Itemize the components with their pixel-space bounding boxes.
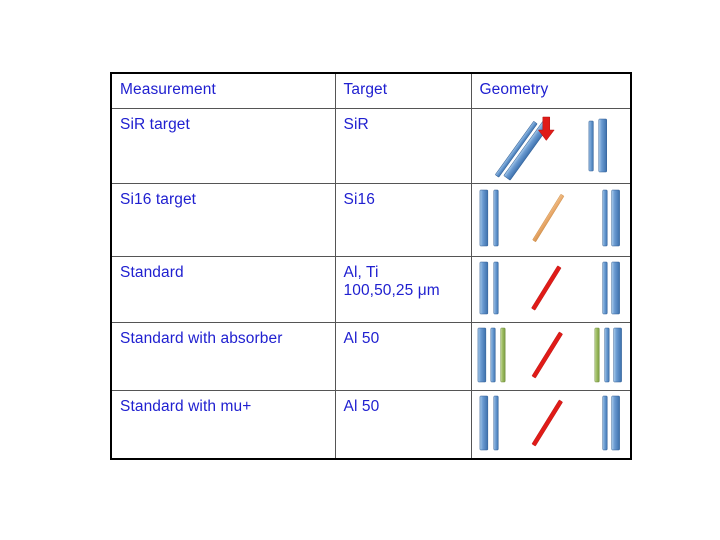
cell-target: SiR — [334, 108, 472, 184]
table-row: Standard with absorber Al 50 — [110, 322, 632, 391]
measurement-label: Standard — [120, 264, 184, 281]
cell-geometry — [470, 256, 632, 323]
detector-bar-left-thick — [479, 261, 488, 315]
detector-bar-left-thin — [493, 395, 498, 451]
table-row: Standard with mu+ Al 50 — [110, 390, 632, 460]
target-label: Al, Ti 100,50,25 μm — [343, 264, 440, 300]
target-line-red — [531, 399, 563, 447]
sir-target-geometry — [494, 116, 607, 181]
table-header-row: Measurement Target Geometry — [110, 72, 632, 109]
detector-bar-left-thick — [479, 395, 488, 451]
cell-measurement: Standard — [110, 256, 336, 323]
cell-measurement: Standard with absorber — [110, 322, 336, 391]
absorber-bar-left-green — [499, 327, 505, 383]
target-line-red — [530, 265, 561, 311]
cell-measurement: Standard with mu+ — [110, 390, 336, 460]
standard-with-absorber-geometry — [477, 327, 622, 383]
table-row: SiR target SiR — [110, 108, 632, 184]
cell-target: Al 50 — [334, 322, 472, 391]
cell-geometry — [470, 108, 632, 184]
si16-target-geometry — [479, 189, 620, 247]
standard-with-mu-plus-geometry — [479, 395, 620, 451]
table-row: Si16 target Si16 — [110, 183, 632, 257]
cell-measurement: SiR target — [110, 108, 336, 184]
target-line-red — [531, 331, 563, 379]
cell-target: Al 50 — [334, 390, 472, 460]
cell-measurement: Si16 target — [110, 183, 336, 257]
header-cell-target: Target — [334, 72, 472, 109]
absorber-bar-right-green — [594, 327, 600, 383]
detector-bar-right-thick — [598, 118, 607, 173]
header-label-measurement: Measurement — [120, 81, 216, 98]
header-label-target: Target — [343, 81, 388, 98]
detector-bar-left-thin — [490, 327, 496, 383]
detector-bar-right-thick — [610, 395, 620, 451]
cell-geometry — [470, 183, 632, 257]
header-cell-geometry: Geometry — [470, 72, 632, 109]
target-label: Al 50 — [343, 330, 380, 347]
cell-target: Al, Ti 100,50,25 μm — [334, 256, 472, 323]
measurement-geometry-table: Measurement Target Geometry SiR target S… — [110, 72, 632, 460]
detector-bar-right-thin — [602, 395, 607, 451]
target-line-tan — [532, 194, 564, 242]
measurement-label: SiR target — [120, 116, 190, 133]
measurement-label: Standard with mu+ — [120, 398, 252, 415]
standard-geometry — [479, 261, 620, 315]
detector-bar-left-thin — [493, 189, 498, 247]
cell-geometry — [470, 322, 632, 391]
target-label: SiR — [343, 116, 369, 133]
detector-bar-left-thick — [479, 189, 488, 247]
detector-bar-right-thin — [603, 327, 609, 383]
detector-bar-right-thick — [610, 189, 620, 247]
detector-bar-right-thick — [612, 327, 622, 383]
table-row: Standard Al, Ti 100,50,25 μm — [110, 256, 632, 323]
target-label: Si16 — [343, 191, 375, 208]
header-cell-measurement: Measurement — [110, 72, 336, 109]
detector-bar-tilted-thin — [494, 121, 537, 178]
detector-bar-right-thin — [602, 261, 607, 315]
header-label-geometry: Geometry — [479, 81, 549, 98]
detector-bar-right-thin — [602, 189, 607, 247]
beam-arrow-icon — [537, 116, 555, 141]
target-label: Al 50 — [343, 398, 380, 415]
detector-bar-left-thin — [493, 261, 498, 315]
cell-target: Si16 — [334, 183, 472, 257]
cell-geometry — [470, 390, 632, 460]
detector-bar-right-thin — [588, 120, 594, 172]
measurement-label: Standard with absorber — [120, 330, 283, 347]
measurement-label: Si16 target — [120, 191, 197, 208]
detector-bar-left-thick — [477, 327, 486, 383]
detector-bar-right-thick — [610, 261, 620, 315]
